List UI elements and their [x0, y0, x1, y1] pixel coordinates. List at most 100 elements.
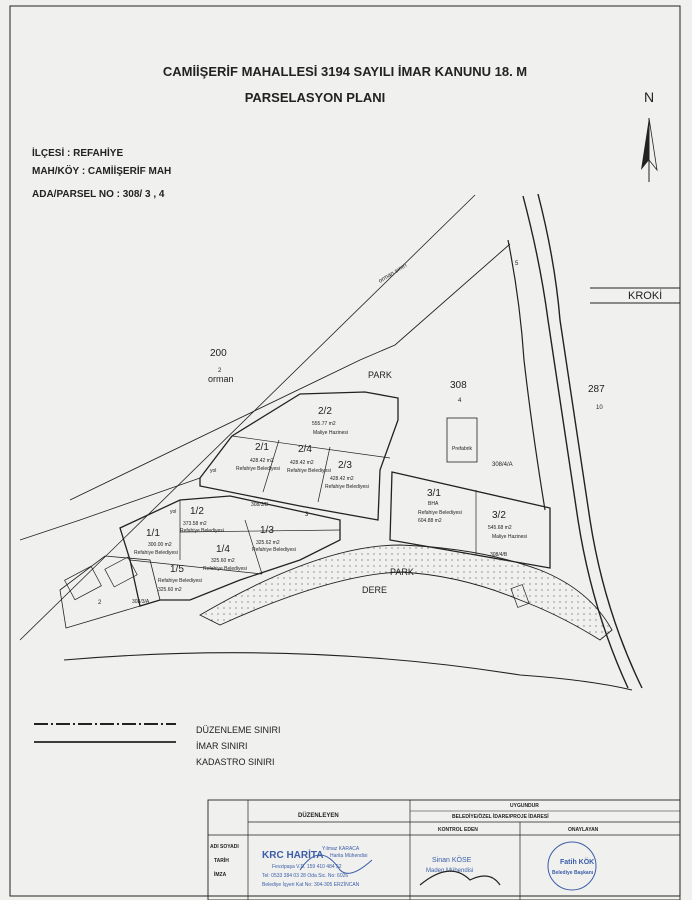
tarih-label: TARİH: [214, 857, 229, 864]
yol-label-2: yol: [170, 509, 176, 515]
svg-text:300.00 m2: 300.00 m2: [148, 542, 172, 548]
svg-text:1/1: 1/1: [146, 528, 160, 539]
parcel-2-2: 2/2 555.77 m2 Maliye Hazinesi: [312, 406, 348, 436]
sig-title-3: Belediye Başkanı: [552, 870, 594, 876]
mah-label: MAH/KÖY : CAMİİŞERİF MAH: [32, 164, 171, 177]
parcel-3-1: 3/1 BHA Refahiye Belediyesi 604.88 m2: [418, 488, 462, 524]
block-1-divider-c: [179, 529, 341, 533]
onay-stamp-icon: [547, 841, 597, 891]
kontrol-eden-header: KONTROL EDEN: [438, 827, 478, 833]
building-1: [64, 565, 102, 601]
dere-label: DERE: [362, 585, 387, 595]
left-road-edge: [19, 477, 201, 541]
signature-scribble-2: [419, 870, 501, 886]
uygundur-header: UYGUNDUR: [510, 803, 539, 809]
parcel-308-3a-outline: [59, 555, 161, 629]
sig-title-1: Harita Mühendisi: [330, 853, 368, 859]
north-label: N: [644, 89, 654, 105]
svg-text:Refahiye Belediyesi: Refahiye Belediyesi: [180, 528, 224, 534]
parcel-3-2: 3/2 545.68 m2 Maliye Hazinesi: [488, 510, 527, 540]
road-left: [507, 239, 546, 511]
svg-text:Refahiye Belediyesi: Refahiye Belediyesi: [203, 566, 247, 572]
svg-text:1/5: 1/5: [170, 564, 184, 575]
title-line1: CAMİİŞERİF MAHALLESİ 3194 SAYILI İMAR KA…: [163, 64, 527, 79]
svg-text:2/1: 2/1: [255, 442, 269, 453]
node-5: 5: [515, 261, 519, 267]
parcel-308-label: 308: [450, 380, 467, 391]
sheet-border: [9, 5, 681, 897]
ilce-label: İLÇESİ : REFAHİYE: [32, 146, 123, 159]
svg-text:Refahiye Belediyesi: Refahiye Belediyesi: [325, 484, 369, 490]
svg-text:604.88 m2: 604.88 m2: [418, 518, 442, 524]
block-1-divider-d: [244, 519, 263, 575]
signature-scribble-1: [299, 854, 373, 874]
adi-soyadi-label: ADI SOYADI: [210, 844, 239, 850]
park-label-1: PARK: [368, 370, 392, 380]
svg-text:428.42 m2: 428.42 m2: [250, 458, 274, 464]
parcel-287-label: 287: [588, 384, 605, 395]
park-label-2: PARK: [390, 567, 414, 577]
block-2-divider-2: [317, 446, 331, 503]
block-2-outline: [199, 391, 399, 521]
svg-text:Refahiye Belediyesi: Refahiye Belediyesi: [252, 547, 296, 553]
parcel-308-4b: 308/4/B: [490, 552, 508, 558]
sig-addr-1: Fevzipaşa V.D. 159 410 484 52: [272, 864, 342, 870]
lower-road: [63, 652, 633, 691]
sig-name-1: Yılmaz KARACA: [322, 846, 360, 852]
road-right: [522, 193, 643, 689]
svg-text:Refahiye Belediyesi: Refahiye Belediyesi: [236, 466, 280, 472]
parcel-308-3a: 308/3/A: [132, 599, 150, 605]
svg-text:Refahiye Belediyesi: Refahiye Belediyesi: [134, 550, 178, 556]
sig-name-3: Fatih KÖK: [560, 857, 594, 866]
svg-text:2/3: 2/3: [338, 460, 352, 471]
legend: DÜZENLEME SINIRI İMAR SINIRI KADASTRO SI…: [34, 723, 281, 767]
parcel-200-label: 200: [210, 348, 227, 359]
svg-text:2/2: 2/2: [318, 406, 332, 417]
onaylayan-header: ONAYLAYAN: [568, 827, 599, 833]
svg-text:Maliye Hazinesi: Maliye Hazinesi: [313, 430, 348, 436]
yol-label: yol: [210, 468, 216, 474]
parcel-1-5: 1/5 Refahiye Belediyesi 325.60 m2: [158, 564, 202, 593]
parcel-200-sub: 2: [218, 368, 222, 374]
building-2: [104, 556, 138, 588]
kroki-label: KROKİ: [628, 289, 662, 302]
prefabrik-building: [446, 417, 478, 463]
legend-imar-label: İMAR SINIRI: [196, 741, 248, 751]
block-1-outline: [119, 495, 341, 607]
signature-table: DÜZENLEYEN UYGUNDUR BELEDİYE/ÖZEL İDARE/…: [207, 799, 681, 900]
svg-text:BHA: BHA: [428, 501, 439, 507]
ada-label: ADA/PARSEL NO : 308/ 3 , 4: [32, 189, 165, 200]
parcel-2-1: 2/1 428.42 m2 Refahiye Belediyesi: [236, 442, 280, 472]
svg-text:Refahiye Belediyesi: Refahiye Belediyesi: [287, 468, 331, 474]
sig-addr-3: Belediye İşyeri Kat No: 304-305 ERZİNCAN: [262, 881, 360, 888]
duzenleyen-header: DÜZENLEYEN: [298, 812, 339, 819]
title-line2: PARSELASYON PLANI: [245, 90, 386, 105]
svg-text:428.42 m2: 428.42 m2: [290, 460, 314, 466]
svg-text:1/2: 1/2: [190, 506, 204, 517]
block-2-divider-h: [231, 435, 391, 459]
svg-text:555.77 m2: 555.77 m2: [312, 421, 336, 427]
parcel-2-4: 2/4 428.42 m2 Refahiye Belediyesi: [287, 444, 331, 474]
orman-sinir-label: orman sınırı: [378, 262, 409, 284]
block-2-divider-1: [262, 439, 280, 493]
legend-kadastro-label: KADASTRO SINIRI: [196, 757, 275, 767]
dere-area: [199, 544, 613, 641]
sig-addr-2: Tel: 0533 384 03 28 Oda Sic. No: 6026: [262, 873, 348, 879]
parcel-1-1: 1/1 300.00 m2 Refahiye Belediyesi: [134, 528, 178, 556]
svg-text:Refahiye Belediyesi: Refahiye Belediyesi: [158, 578, 202, 584]
parcel-1-4: 1/4 325.60 m2 Refahiye Belediyesi: [203, 544, 247, 572]
upper-boundary: [69, 243, 511, 501]
svg-text:545.68 m2: 545.68 m2: [488, 525, 512, 531]
svg-text:373.58 m2: 373.58 m2: [183, 521, 207, 527]
legend-duzenleme-label: DÜZENLEME SINIRI: [196, 725, 281, 735]
svg-text:325.62 m2: 325.62 m2: [256, 540, 280, 546]
svg-text:3/2: 3/2: [492, 510, 506, 521]
svg-text:325.60 m2: 325.60 m2: [158, 587, 182, 593]
parcel-308-4a: 308/4/A: [492, 462, 513, 468]
imza-label: İMZA: [214, 871, 227, 878]
block-1-divider-b: [129, 559, 263, 575]
parcel-1-2: 1/2 373.58 m2 Refahiye Belediyesi: [180, 506, 224, 534]
orman-boundary: [19, 194, 476, 641]
